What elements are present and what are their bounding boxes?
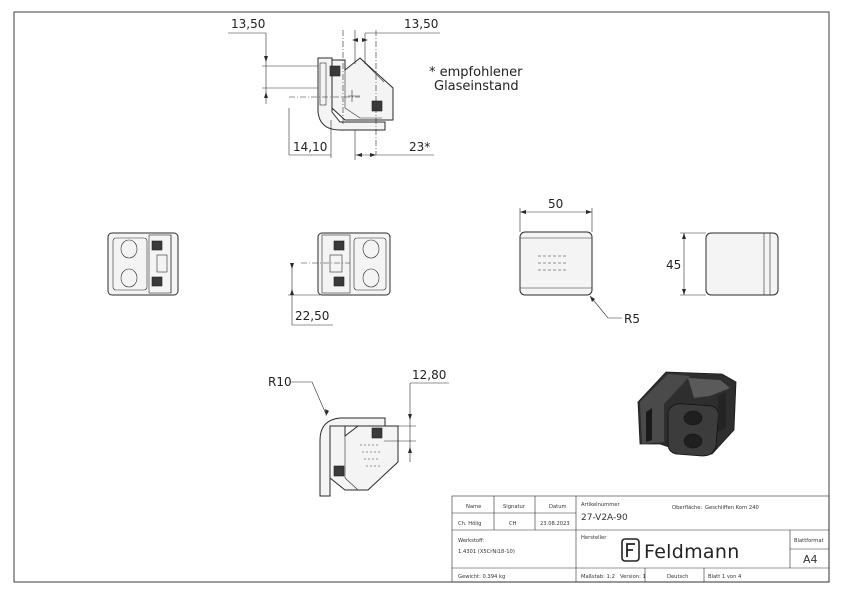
note-line-1: * empfohlener [429,65,523,80]
tb-format-label: Blattformat [794,538,824,544]
tb-manufacturer-label: Hersteller [581,535,607,541]
tb-surface-value: Geschliffen Korn 240 [705,505,759,511]
tb-scale: Maßstab: 1:2 [581,574,615,580]
tb-header-signature: Signatur [503,504,526,510]
dim-bottom-right: 23* [409,140,430,154]
tb-material-value: 1.4301 (X5CrNi18-10) [458,549,515,555]
tb-signature-value: CH [509,521,517,527]
tb-material-label: Werkstoff: [458,538,485,544]
front-view: 22,50 [288,232,391,326]
dim-radius-section: R10 [268,375,292,389]
tb-header-date: Datum [549,504,567,510]
title-block: Name Signatur Datum Ch. Hölig CH 23.08.2… [451,495,830,583]
tb-date-value: 23.08.2023 [540,521,570,527]
dim-bottom-left: 14,10 [293,140,327,154]
tb-version: Version: 1 [620,574,646,580]
dim-width-side: 50 [548,197,563,211]
tb-article-label: Artikelnummer [581,502,620,508]
isometric-view [637,371,737,457]
dim-height-front: 22,50 [295,309,329,323]
dim-radius-side: R5 [624,312,640,326]
section-view: R10 12,80 [268,368,449,497]
tb-name-value: Ch. Hölig [458,521,481,527]
tb-language: Deutsch [667,574,688,580]
dim-top-left: 13,50 [231,17,265,31]
note-line-2: Glaseinstand [434,79,519,94]
tb-article-number: 27-V2A-90 [581,513,628,523]
tb-sheet: Blatt 1 von 4 [708,574,742,580]
tb-header-name: Name [466,504,481,510]
tb-surface-label: Oberfläche: [672,505,702,511]
dim-offset-section: 12,80 [412,368,446,382]
dim-top-right: 13,50 [404,17,438,31]
top-view: 13,50 13,50 14,10 23* [228,17,440,160]
dim-height-side: 45 [666,258,681,272]
left-view [107,232,179,296]
right-view: 45 [666,232,779,296]
side-view: 50 R5 [519,197,640,326]
tb-weight: Gewicht: 0.394 kg [458,574,505,580]
drawing-frame [13,11,830,583]
brand-name: Feldmann [644,541,740,563]
tb-format-value: A4 [803,553,818,566]
feldmann-logo-icon [621,538,640,562]
